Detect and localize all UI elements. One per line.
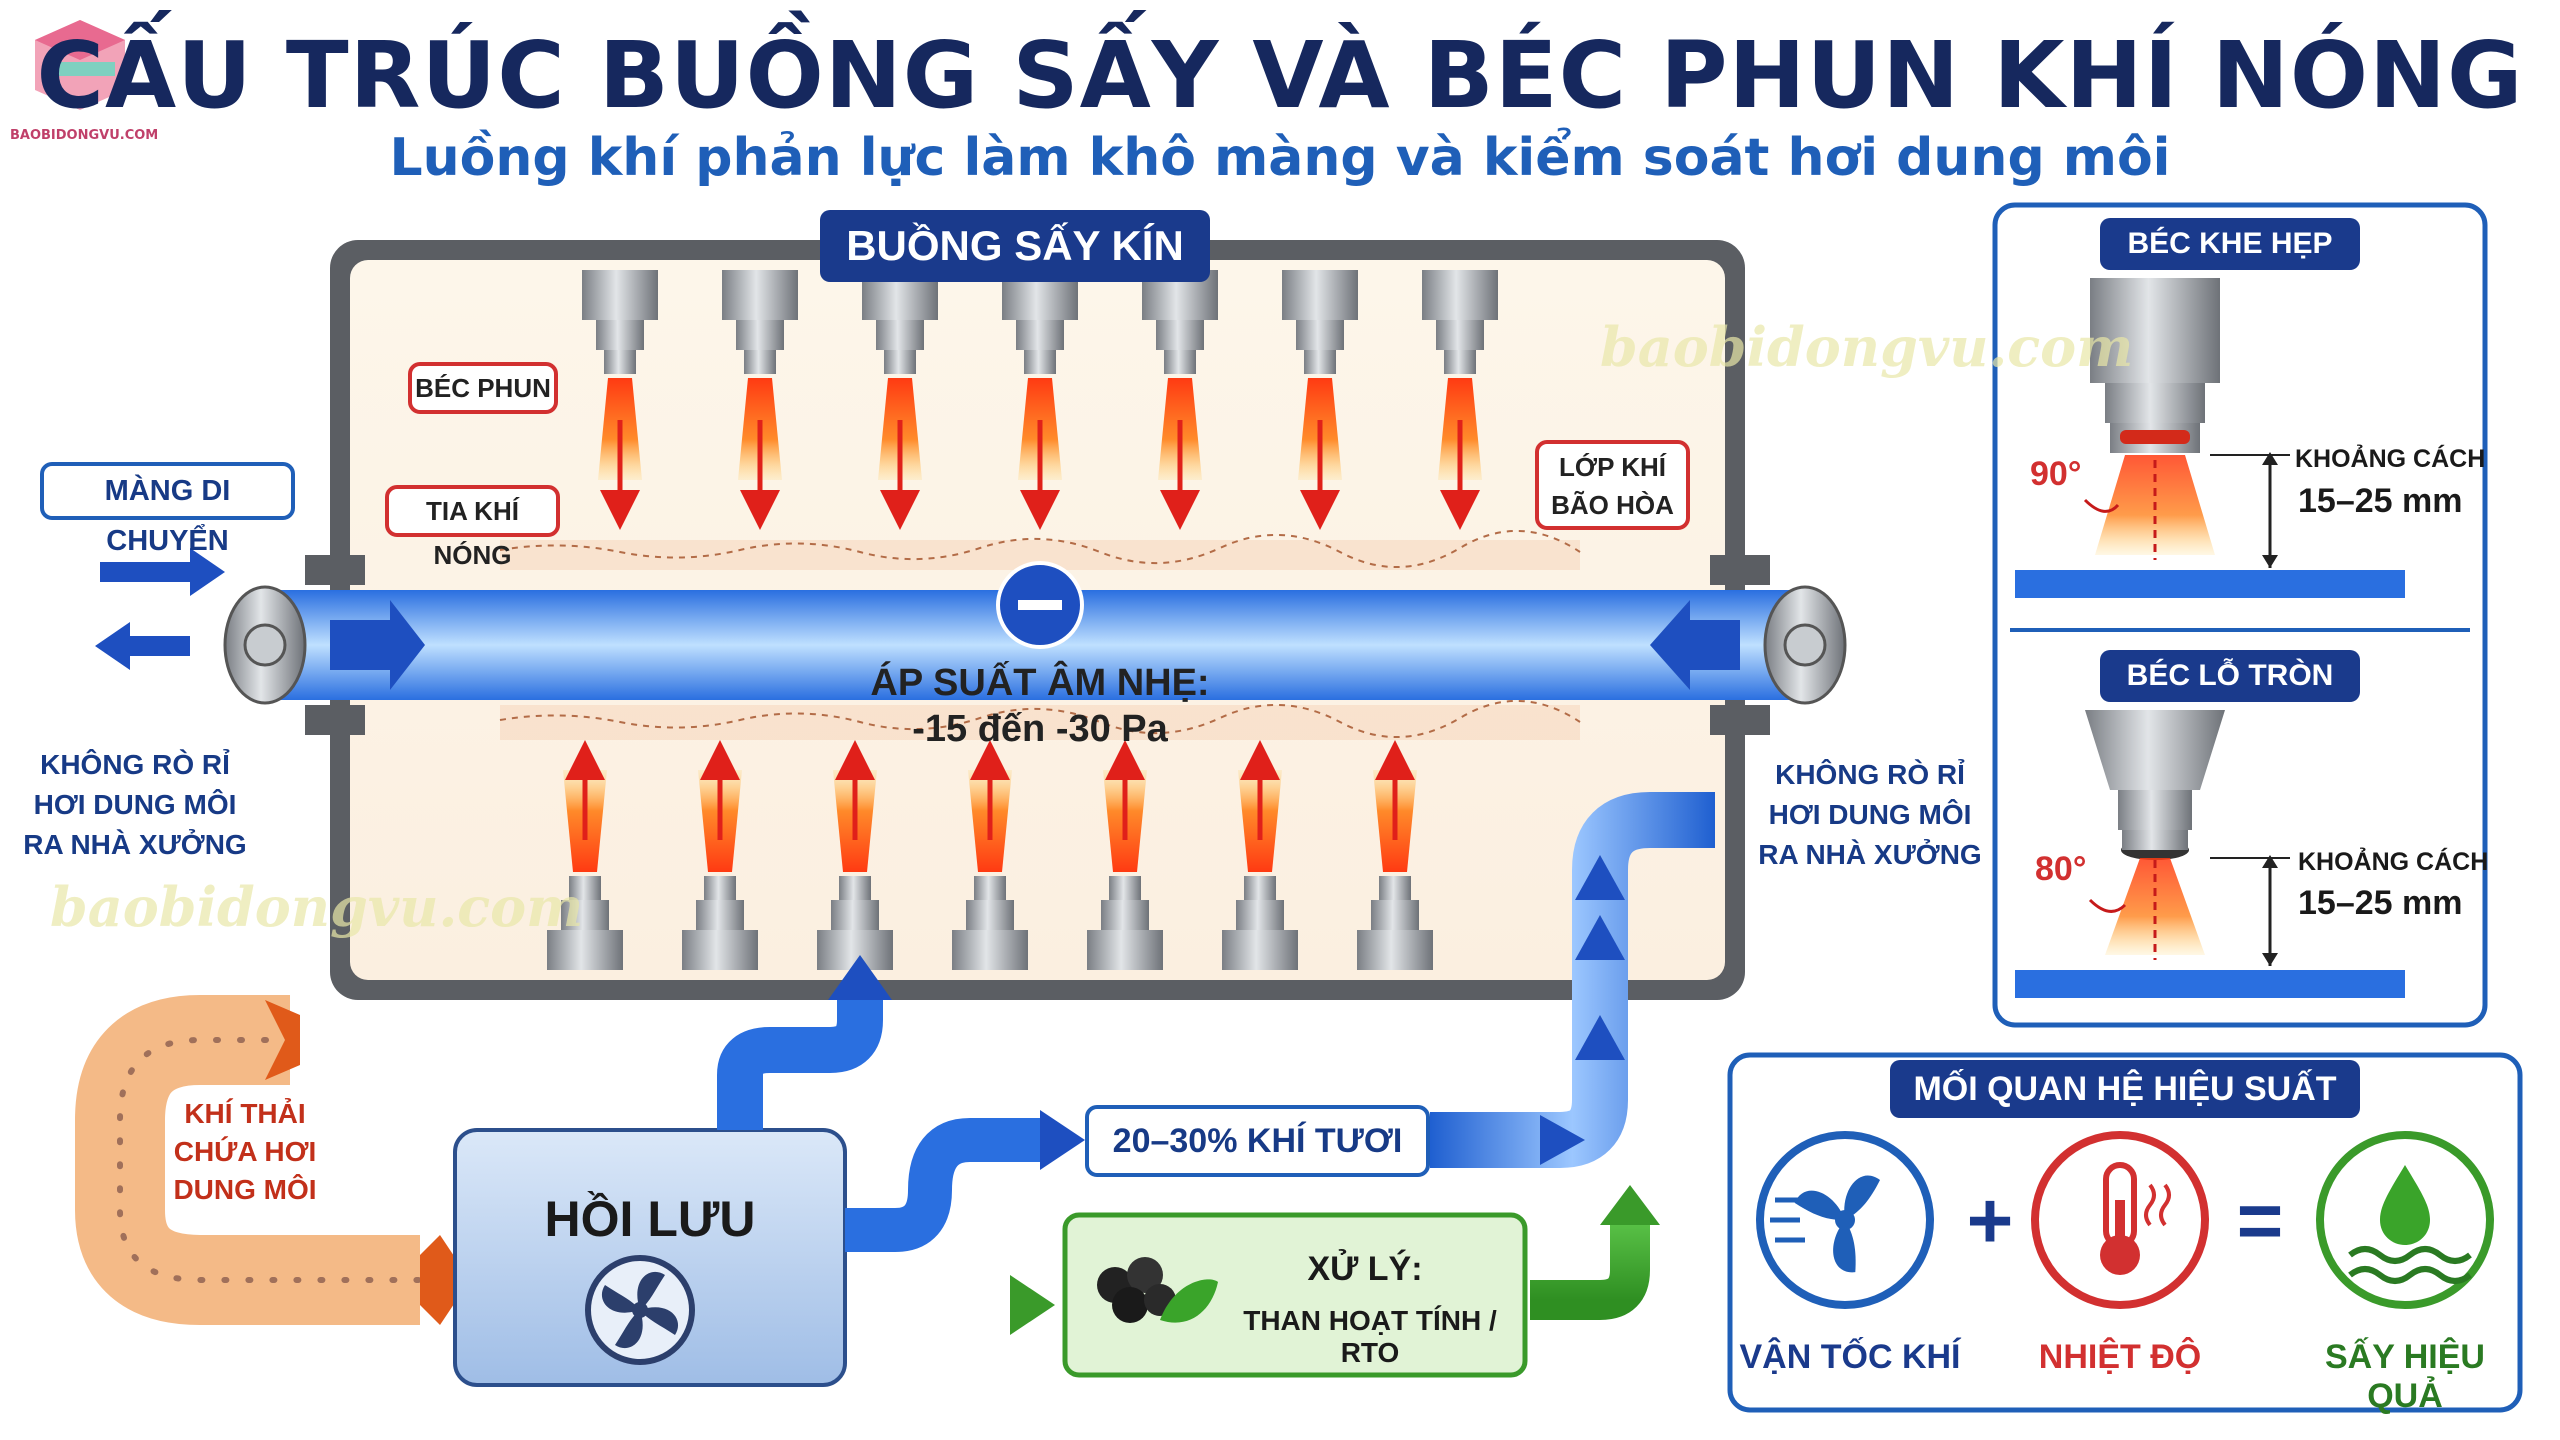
- top-nozzles: [582, 270, 1498, 530]
- watermark: baobidongvu.com: [50, 875, 584, 939]
- slot-distance-value: 15–25 mm: [2298, 482, 2463, 520]
- fresh-air-label: 20–30% KHÍ TƯƠI: [1085, 1105, 1430, 1177]
- saturated-layer-line: LỚP KHÍ: [1559, 452, 1666, 482]
- treatment-title: XỬ LÝ:: [1307, 1250, 1423, 1288]
- film-direction-arrows: [95, 548, 225, 670]
- no-leak-line: KHÔNG RÒ RỈ: [40, 749, 230, 780]
- exhaust-pipe: [75, 995, 470, 1325]
- exhaust-line: DUNG MÔI: [173, 1174, 317, 1205]
- pressure-label: ÁP SUẤT ÂM NHẸ: -15 đến -30 Pa: [800, 660, 1280, 752]
- round-distance-label: KHOẢNG CÁCH: [2298, 848, 2489, 876]
- exhaust-line: CHỨA HƠI: [173, 1136, 317, 1167]
- air-speed-label: VẬN TỐC KHÍ: [1739, 1338, 1961, 1376]
- page-title: CẤU TRÚC BUỒNG SẤY VÀ BÉC PHUN KHÍ NÓNG: [36, 22, 2524, 129]
- round-nozzle-graphic: [2015, 710, 2405, 998]
- activated-carbon-icon: [1097, 1257, 1218, 1323]
- no-leak-left: KHÔNG RÒ RỈ HƠI DUNG MÔI RA NHÀ XƯỞNG: [10, 745, 260, 865]
- exhaust-label: KHÍ THẢI CHỨA HƠI DUNG MÔI: [150, 1095, 340, 1209]
- moving-film-label: MÀNG DI CHUYỂN: [40, 462, 295, 557]
- temperature-label: NHIỆT ĐỘ: [2038, 1338, 2202, 1376]
- air-speed-icon: [1756, 1131, 1934, 1309]
- saturated-layer-tag: LỚP KHÍ BÃO HÒA: [1535, 440, 1690, 530]
- slot-nozzle-graphic: [2015, 278, 2405, 598]
- minus-sign: −: [1012, 588, 1068, 622]
- drying-result-label: SẤY HIỆU QUẢ: [2325, 1338, 2485, 1415]
- efficiency-title: MỐI QUAN HỆ HIỆU SUẤT: [1890, 1060, 2360, 1118]
- chamber-label: BUỒNG SẤY KÍN: [820, 210, 1210, 282]
- return-pipe: [717, 990, 883, 1130]
- page-subtitle: Luồng khí phản lực làm khô màng và kiểm …: [389, 128, 2171, 188]
- slot-nozzle-title: BÉC KHE HẸP: [2100, 218, 2360, 270]
- drying-result-icon: [2316, 1131, 2494, 1309]
- no-leak-line: HƠI DUNG MÔI: [1768, 799, 1972, 830]
- round-nozzle-angle: 80°: [2035, 850, 2087, 888]
- fan-icon: [585, 1255, 695, 1365]
- bottom-nozzles: [547, 740, 1433, 970]
- slot-nozzle-angle: 90°: [2030, 455, 2082, 493]
- no-leak-line: HƠI DUNG MÔI: [33, 789, 237, 820]
- watermark: baobidongvu.com: [1600, 315, 2134, 379]
- round-nozzle-title: BÉC LỖ TRÒN: [2100, 650, 2360, 702]
- treatment-box: [1062, 1212, 1528, 1378]
- round-distance-value: 15–25 mm: [2298, 884, 2463, 922]
- pressure-label-line: ÁP SUẤT ÂM NHẸ:: [870, 662, 1210, 704]
- no-leak-line: KHÔNG RÒ RỈ: [1775, 759, 1965, 790]
- equals-sign: =: [2236, 1176, 2284, 1265]
- pressure-value: -15 đến -30 Pa: [912, 708, 1168, 750]
- no-leak-right: KHÔNG RÒ RỈ HƠI DUNG MÔI RA NHÀ XƯỞNG: [1745, 755, 1995, 875]
- exhaust-line: KHÍ THẢI: [184, 1098, 306, 1129]
- no-leak-line: RA NHÀ XƯỞNG: [23, 829, 247, 860]
- recirculation-label: HỒI LƯU: [544, 1191, 756, 1247]
- fresh-air-pipe: [845, 1118, 1050, 1252]
- treatment-detail: THAN HOẠT TÍNH / RTO: [1243, 1305, 1497, 1368]
- saturated-layer-line: BÃO HÒA: [1551, 490, 1674, 520]
- logo-text: BAOBIDONGVU.COM: [10, 128, 159, 143]
- no-leak-line: RA NHÀ XƯỞNG: [1758, 839, 1982, 870]
- plus-sign: +: [1966, 1176, 2014, 1265]
- temperature-icon: [2031, 1131, 2209, 1309]
- logo: [35, 20, 125, 110]
- slot-distance-label: KHOẢNG CÁCH: [2295, 445, 2486, 473]
- nozzle-tag: BÉC PHUN: [408, 362, 558, 414]
- hot-air-tag: TIA KHÍ NÓNG: [385, 485, 560, 570]
